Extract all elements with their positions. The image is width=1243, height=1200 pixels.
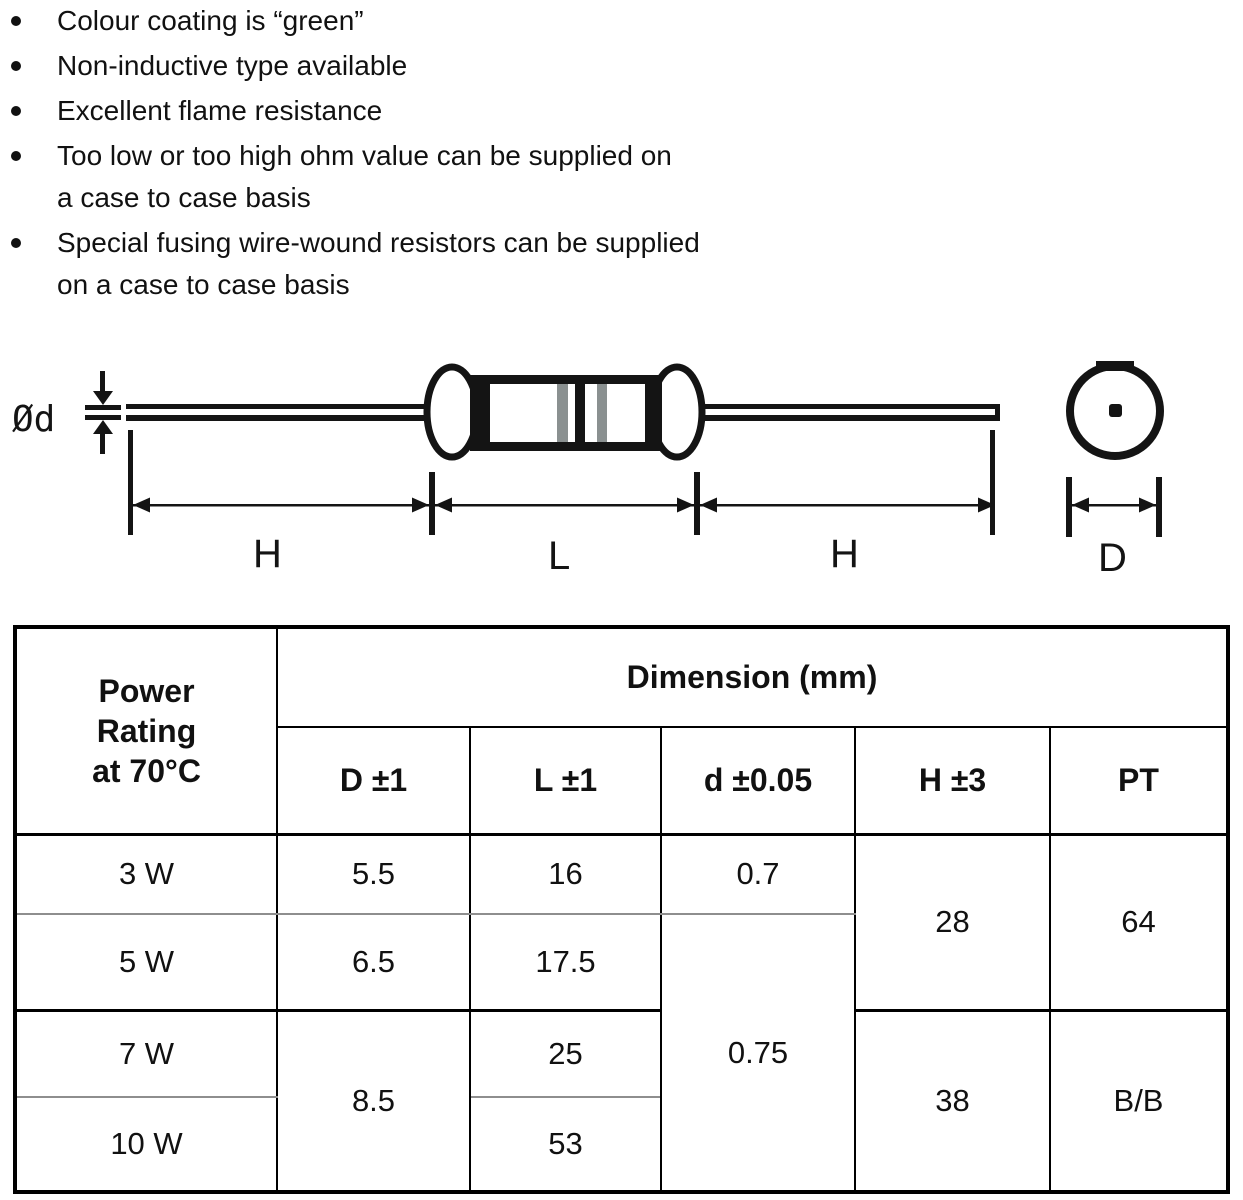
- left-end-cap: [423, 363, 481, 461]
- bullet-dot-icon: [11, 151, 21, 161]
- feature-item: Too low or too high ohm value can be sup…: [11, 135, 871, 219]
- diameter-dimension-line: [1066, 477, 1162, 537]
- feature-text: Too low or too high ohm value can be sup…: [57, 140, 672, 171]
- end-view: [1066, 361, 1164, 460]
- left-lead-wire: [126, 404, 430, 421]
- feature-text-wrap: on a case to case basis: [57, 269, 350, 300]
- feature-item: Special fusing wire-wound resistors can …: [11, 222, 871, 306]
- cell-D-7w-10w: 8.5: [276, 1010, 471, 1192]
- cell-power-7w: 7 W: [14, 1010, 278, 1098]
- header-col-D: D ±1: [276, 727, 471, 836]
- table-row: 7 W 8.5 25 38 B/B: [14, 1010, 1229, 1192]
- color-band-gray-2: [597, 384, 607, 442]
- feature-list: Colour coating is “green” Non-inductive …: [11, 0, 871, 309]
- bullet-dot-icon: [11, 106, 21, 116]
- cell-L-7w: 25: [469, 1010, 662, 1098]
- cell-L-5w: 17.5: [469, 914, 662, 1012]
- header-power-line: Rating: [96, 712, 197, 749]
- color-band-gray-1: [557, 384, 568, 442]
- header-power-line: Power: [98, 672, 195, 709]
- bullet-dot-icon: [11, 238, 21, 248]
- feature-text: Colour coating is “green”: [57, 5, 364, 36]
- resistor-dimension-diagram: Ød H L H D: [12, 361, 1164, 580]
- dimension-line: [128, 430, 995, 535]
- feature-text: Special fusing wire-wound resistors can …: [57, 227, 700, 258]
- cell-H-3w-5w: 28: [854, 834, 1051, 1012]
- cell-H-7w-10w: 38: [854, 1010, 1051, 1192]
- lead-cross-section-dot: [1109, 404, 1122, 417]
- feature-text: Excellent flame resistance: [57, 95, 383, 126]
- resistor-body: [423, 363, 706, 461]
- feature-item: Colour coating is “green”: [11, 0, 871, 42]
- table-row: 5 W 6.5 17.5 0.75: [14, 914, 1228, 1192]
- cell-D-5w: 6.5: [276, 914, 471, 1012]
- h-right-label: H: [830, 532, 859, 576]
- feature-item: Non-inductive type available: [11, 45, 871, 87]
- cell-L-3w: 16: [469, 834, 662, 915]
- lead-diameter-callout: [85, 371, 121, 454]
- bullet-dot-icon: [11, 61, 21, 71]
- h-left-label: H: [253, 532, 282, 576]
- cell-PT-3w-5w: 64: [1049, 834, 1229, 1012]
- header-col-L: L ±1: [469, 727, 662, 836]
- feature-text-wrap: a case to case basis: [57, 182, 311, 213]
- feature-text: Non-inductive type available: [57, 50, 408, 81]
- cell-d-3w: 0.7: [660, 834, 856, 915]
- cell-PT-7w-10w: B/B: [1049, 1010, 1229, 1192]
- header-col-H: H ±3: [854, 727, 1051, 836]
- cell-power-10w: 10 W: [14, 1097, 278, 1192]
- cell-power-3w: 3 W: [14, 834, 278, 915]
- bullet-dot-icon: [11, 16, 21, 26]
- header-dimension-group: Dimension (mm): [276, 627, 1229, 728]
- header-col-d: d ±0.05: [660, 727, 856, 836]
- header-power-line: at 70°C: [92, 752, 201, 789]
- diameter-label: D: [1098, 536, 1127, 580]
- length-label: L: [548, 534, 570, 578]
- cell-L-10w: 53: [469, 1097, 662, 1192]
- feature-item: Excellent flame resistance: [11, 90, 871, 132]
- cell-d-5w-10w: 0.75: [660, 914, 856, 1192]
- table-row: 10 W 53: [14, 1097, 1228, 1192]
- cell-D-3w: 5.5: [276, 834, 471, 915]
- right-lead-wire: [662, 404, 1000, 421]
- cell-power-5w: 5 W: [14, 914, 278, 1012]
- dimension-table: Power Rating at 70°C Dimension (mm) D ±1…: [13, 625, 1230, 1194]
- header-col-PT: PT: [1049, 727, 1229, 836]
- header-power-rating: Power Rating at 70°C: [14, 627, 278, 836]
- lead-diameter-label: Ød: [12, 399, 55, 440]
- table-row: 3 W 5.5 16 0.7 28 64: [14, 834, 1229, 1012]
